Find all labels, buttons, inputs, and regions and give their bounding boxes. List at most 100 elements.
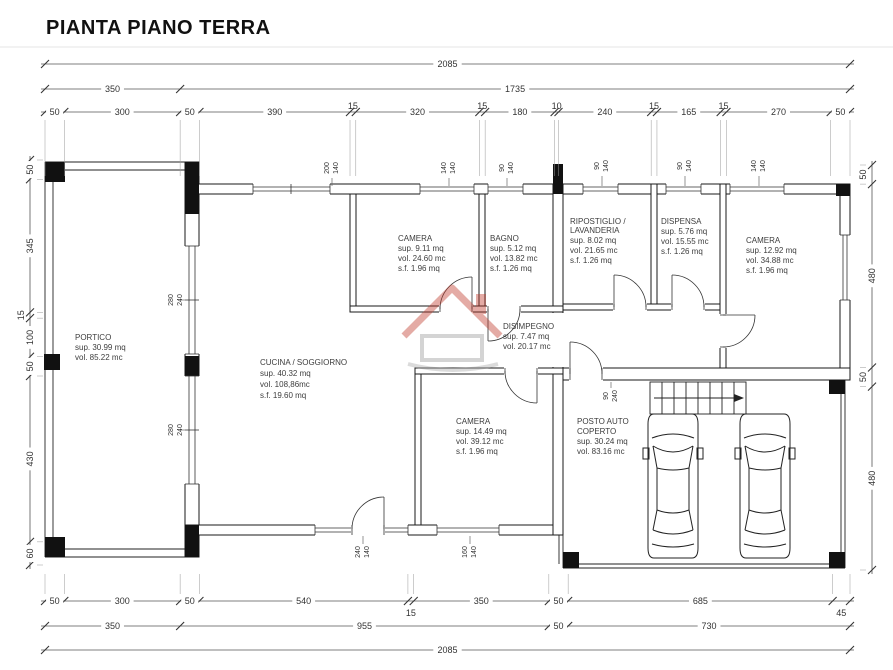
room-label-camera-bottom: CAMERA sup. 14.49 mq vol. 39.12 mc s.f. … (456, 417, 507, 456)
car-2 (734, 413, 796, 559)
window-annotation-portico-door-upper: 280 240 (168, 294, 187, 306)
room-label-portico: PORTICO sup. 30.99 mq vol. 85.22 mc (75, 333, 126, 362)
svg-text:15: 15 (348, 101, 358, 111)
svg-text:60: 60 (25, 548, 35, 558)
window-annotation-portico-door-lower: 280 240 (168, 424, 187, 436)
svg-text:140: 140 (471, 546, 478, 558)
svg-text:15: 15 (406, 608, 416, 618)
window-annotation-camera-top: 140 140 (441, 162, 457, 186)
svg-text:sup. 8.02 mq: sup. 8.02 mq (570, 236, 616, 245)
stairs-direction-arrow (734, 394, 744, 402)
svg-text:160: 160 (462, 546, 469, 558)
svg-text:90: 90 (677, 162, 684, 170)
watermark-roof (401, 284, 503, 339)
svg-text:140: 140 (333, 162, 340, 174)
svg-text:vol. 13.82 mc: vol. 13.82 mc (490, 254, 538, 263)
svg-text:240: 240 (597, 107, 612, 117)
window-annotation-cucina-top: 200 140 (324, 162, 340, 186)
window-glyphs-top (252, 183, 785, 195)
svg-text:RIPOSTIGLIO /: RIPOSTIGLIO / (570, 217, 626, 226)
svg-text:240: 240 (177, 424, 184, 436)
svg-text:140: 140 (751, 160, 758, 172)
room-label-cucina: CUCINA / SOGGIORNO sup. 40.32 mq vol. 10… (260, 358, 347, 400)
room-label-camera-top: CAMERA sup. 9.11 mq vol. 24.60 mc s.f. 1… (398, 234, 446, 273)
svg-text:LAVANDERIA: LAVANDERIA (570, 226, 620, 235)
svg-text:vol. 83.16 mc: vol. 83.16 mc (577, 447, 625, 456)
svg-text:390: 390 (267, 107, 282, 117)
svg-text:s.f. 1.26 mq: s.f. 1.26 mq (570, 256, 612, 265)
svg-text:50: 50 (50, 107, 60, 117)
svg-text:s.f. 19.60 mq: s.f. 19.60 mq (260, 391, 306, 400)
svg-text:45: 45 (836, 608, 846, 618)
room-label-disimpegno: DISIMPEGNO sup. 7.47 mq vol. 20.17 mc (503, 322, 554, 351)
svg-text:sup. 14.49 mq: sup. 14.49 mq (456, 427, 507, 436)
pillars (44, 162, 850, 568)
svg-text:sup. 30.24 mq: sup. 30.24 mq (577, 437, 628, 446)
svg-text:50: 50 (835, 107, 845, 117)
window-glyphs-bottom (314, 524, 500, 536)
svg-text:vol. 39.12 mc: vol. 39.12 mc (456, 437, 504, 446)
svg-text:1735: 1735 (505, 84, 525, 94)
svg-text:CAMERA: CAMERA (398, 234, 433, 243)
svg-text:90: 90 (499, 164, 506, 172)
svg-text:50: 50 (25, 165, 35, 175)
svg-text:vol. 21.65 mc: vol. 21.65 mc (570, 246, 618, 255)
dim-chain-top-total: 2085 (40, 59, 855, 69)
svg-text:15: 15 (649, 101, 659, 111)
svg-text:2085: 2085 (437, 59, 457, 69)
window-annotation-camera-right: 140 140 (751, 160, 767, 186)
svg-text:POSTO AUTO: POSTO AUTO (577, 417, 629, 426)
window-annotation-carport-door: 90 240 (603, 382, 619, 402)
svg-text:50: 50 (858, 372, 868, 382)
svg-text:430: 430 (25, 451, 35, 466)
svg-text:sup. 5.12 mq: sup. 5.12 mq (490, 244, 536, 253)
window-annotation-dispensa: 90 140 (677, 160, 693, 186)
page-title: PIANTA PIANO TERRA (46, 17, 271, 39)
svg-text:345: 345 (25, 238, 35, 253)
svg-text:90: 90 (603, 392, 610, 400)
svg-text:140: 140 (364, 546, 371, 558)
svg-text:BAGNO: BAGNO (490, 234, 519, 243)
svg-text:200: 200 (324, 162, 331, 174)
svg-text:730: 730 (702, 621, 717, 631)
svg-text:s.f. 1.26 mq: s.f. 1.26 mq (490, 264, 532, 273)
svg-text:955: 955 (357, 621, 372, 631)
svg-text:140: 140 (441, 162, 448, 174)
svg-text:s.f. 1.96 mq: s.f. 1.96 mq (398, 264, 440, 273)
svg-text:15: 15 (477, 101, 487, 111)
watermark-body (420, 334, 484, 362)
svg-text:140: 140 (508, 162, 515, 174)
window-glyph-right (839, 234, 851, 301)
svg-text:sup. 5.76 mq: sup. 5.76 mq (661, 227, 707, 236)
svg-text:s.f. 1.96 mq: s.f. 1.96 mq (746, 266, 788, 275)
svg-text:270: 270 (771, 107, 786, 117)
svg-text:10: 10 (552, 101, 562, 111)
svg-text:CAMERA: CAMERA (456, 417, 491, 426)
svg-text:240: 240 (355, 546, 362, 558)
svg-text:vol. 24.60 mc: vol. 24.60 mc (398, 254, 446, 263)
window-annotation-cucina-bottom: 240 140 (355, 536, 371, 558)
svg-text:vol. 20.17 mc: vol. 20.17 mc (503, 342, 551, 351)
svg-text:240: 240 (177, 294, 184, 306)
svg-text:sup. 30.99 mq: sup. 30.99 mq (75, 343, 126, 352)
room-label-posto-auto: POSTO AUTO COPERTO sup. 30.24 mq vol. 83… (577, 417, 629, 456)
svg-text:s.f. 1.96 mq: s.f. 1.96 mq (456, 447, 498, 456)
svg-text:50: 50 (25, 361, 35, 371)
svg-text:CAMERA: CAMERA (746, 236, 781, 245)
svg-text:350: 350 (474, 596, 489, 606)
stairs (649, 381, 747, 415)
svg-text:165: 165 (681, 107, 696, 117)
svg-text:sup. 9.11 mq: sup. 9.11 mq (398, 244, 444, 253)
svg-text:15: 15 (16, 310, 26, 320)
watermark-swoosh (407, 362, 499, 372)
svg-text:DISPENSA: DISPENSA (661, 217, 702, 226)
svg-text:50: 50 (858, 170, 868, 180)
svg-text:685: 685 (693, 596, 708, 606)
svg-text:vol. 15.55 mc: vol. 15.55 mc (661, 237, 709, 246)
